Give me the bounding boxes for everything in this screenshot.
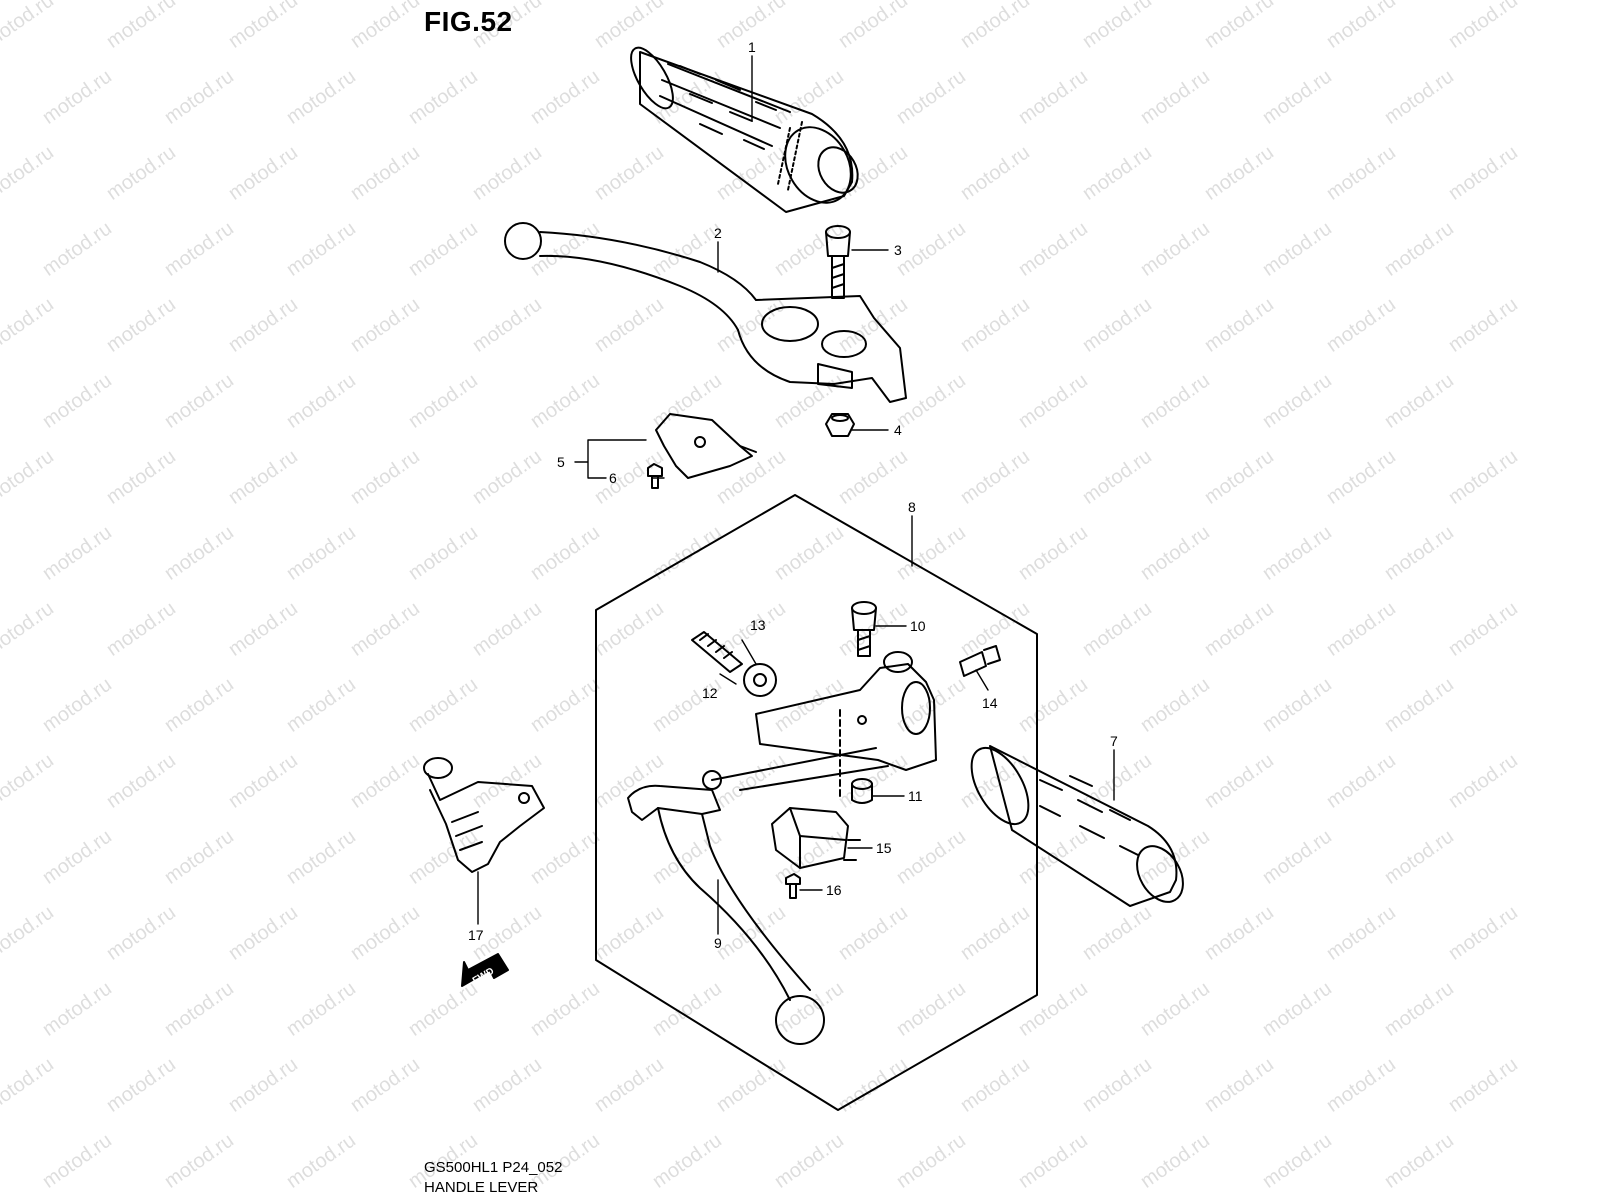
part-16-screw <box>785 873 801 899</box>
part-6-switch-screw <box>647 463 663 489</box>
callout-9: 9 <box>714 935 722 951</box>
fwd-arrow-icon <box>461 953 509 987</box>
part-17-choke-lever <box>423 757 545 873</box>
part-11-collar <box>851 778 873 804</box>
part-1-throttle-grip <box>630 46 859 213</box>
callout-8: 8 <box>908 499 916 515</box>
callout-7: 7 <box>1110 733 1118 749</box>
callout-4: 4 <box>894 422 902 438</box>
part-9-clutch-lever <box>627 770 825 1045</box>
part-13-lock-nut <box>743 663 777 697</box>
callout-5: 5 <box>557 454 565 470</box>
part-7-handle-grip <box>970 745 1184 907</box>
callout-12: 12 <box>702 685 718 701</box>
callout-2: 2 <box>714 225 722 241</box>
callout-14: 14 <box>982 695 998 711</box>
callout-6: 6 <box>609 470 617 486</box>
figure-code: GS500HL1 P24_052 <box>424 1159 563 1176</box>
part-4-nut <box>825 413 855 437</box>
part-5-brake-switch <box>655 413 757 479</box>
callout-15: 15 <box>876 840 892 856</box>
part-15-clutch-switch <box>771 807 861 869</box>
clutch-bracket <box>711 651 937 801</box>
figure-name: HANDLE LEVER <box>424 1179 539 1196</box>
callout-3: 3 <box>894 242 902 258</box>
leader-lines <box>477 55 1115 935</box>
part-3-pivot-bolt <box>825 225 851 299</box>
part-2-brake-lever <box>504 222 907 403</box>
callout-11: 11 <box>908 788 923 804</box>
part-14-bolt <box>959 645 1001 677</box>
figure-title: FIG.52 <box>424 6 513 37</box>
part-10-pivot-bolt <box>851 601 877 657</box>
callout-13: 13 <box>750 617 766 633</box>
callout-17: 17 <box>468 927 484 943</box>
callout-10: 10 <box>910 618 926 634</box>
part-12-adjuster <box>691 631 743 673</box>
part-8-assembly-frame <box>595 494 1038 1111</box>
callout-16: 16 <box>826 882 842 898</box>
callout-1: 1 <box>748 39 756 55</box>
